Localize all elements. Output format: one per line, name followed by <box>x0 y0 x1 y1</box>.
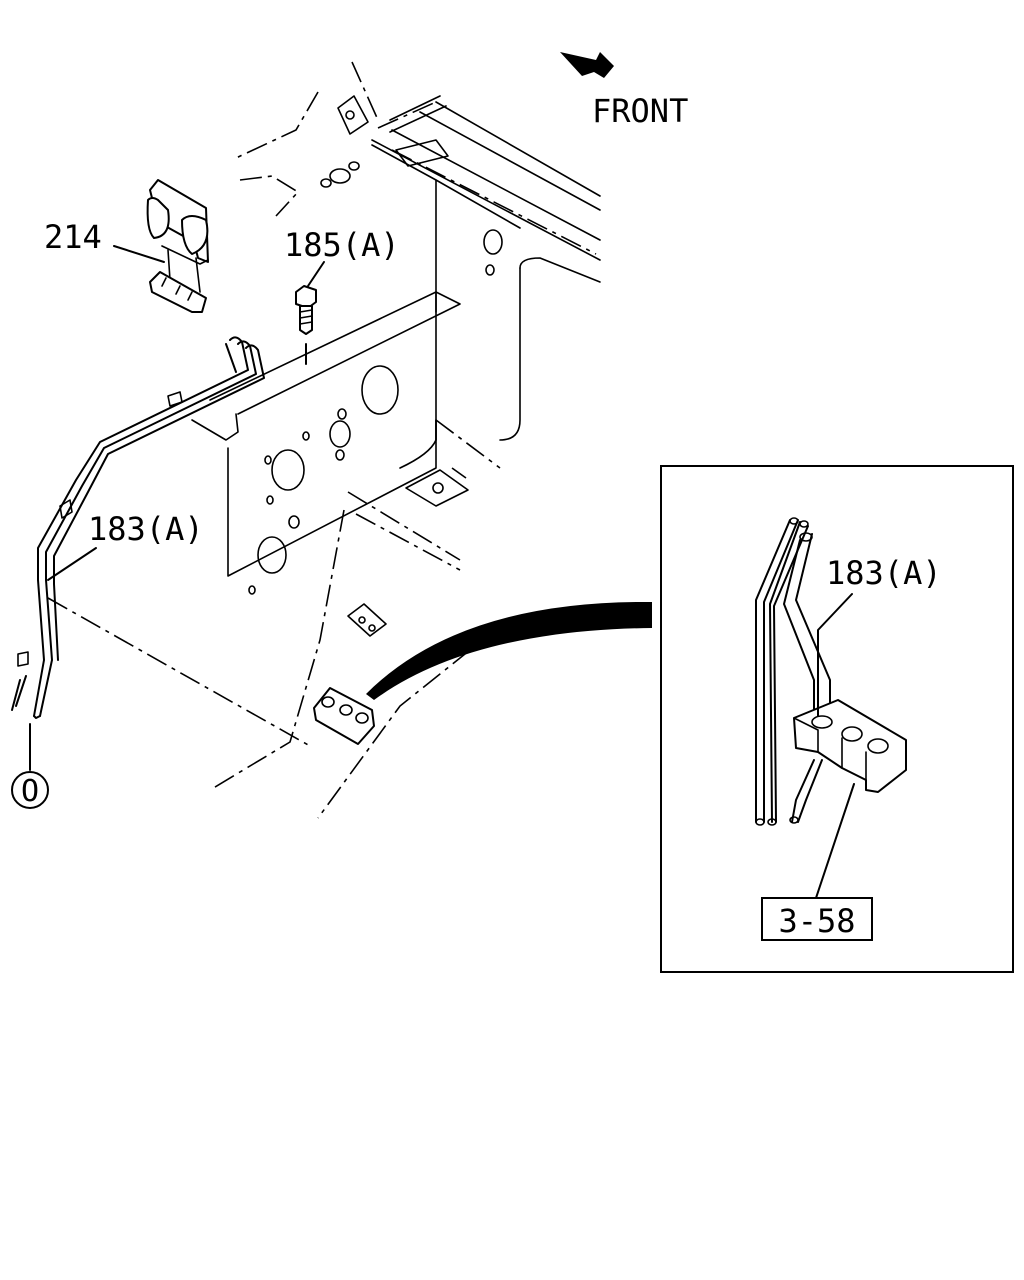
callout-183a-detail: 183(A) <box>826 554 942 592</box>
front-arrow-icon <box>560 52 614 78</box>
leader-3-58 <box>815 783 855 899</box>
bolt-part-185a <box>295 285 317 335</box>
callout-185a: 185(A) <box>284 226 400 264</box>
leader-214 <box>113 245 165 263</box>
leader-183a-main <box>47 547 97 581</box>
detail-inset <box>660 465 1014 973</box>
leader-183a-detail <box>817 593 853 717</box>
vehicle-frame <box>191 61 601 819</box>
detail-pointer <box>366 601 652 700</box>
circle-mark-label: O <box>21 774 39 809</box>
install-guide-line <box>47 597 311 747</box>
reference-box <box>761 897 873 941</box>
reference-label: 3-58 <box>778 902 855 940</box>
brake-pipe-183a <box>11 336 265 719</box>
callout-183a-main: 183(A) <box>88 510 204 548</box>
bracket-part-214 <box>146 179 209 313</box>
front-label: FRONT <box>592 92 688 130</box>
callout-214: 214 <box>44 218 102 256</box>
circle-mark-icon <box>11 771 49 809</box>
leader-185a <box>307 261 325 287</box>
